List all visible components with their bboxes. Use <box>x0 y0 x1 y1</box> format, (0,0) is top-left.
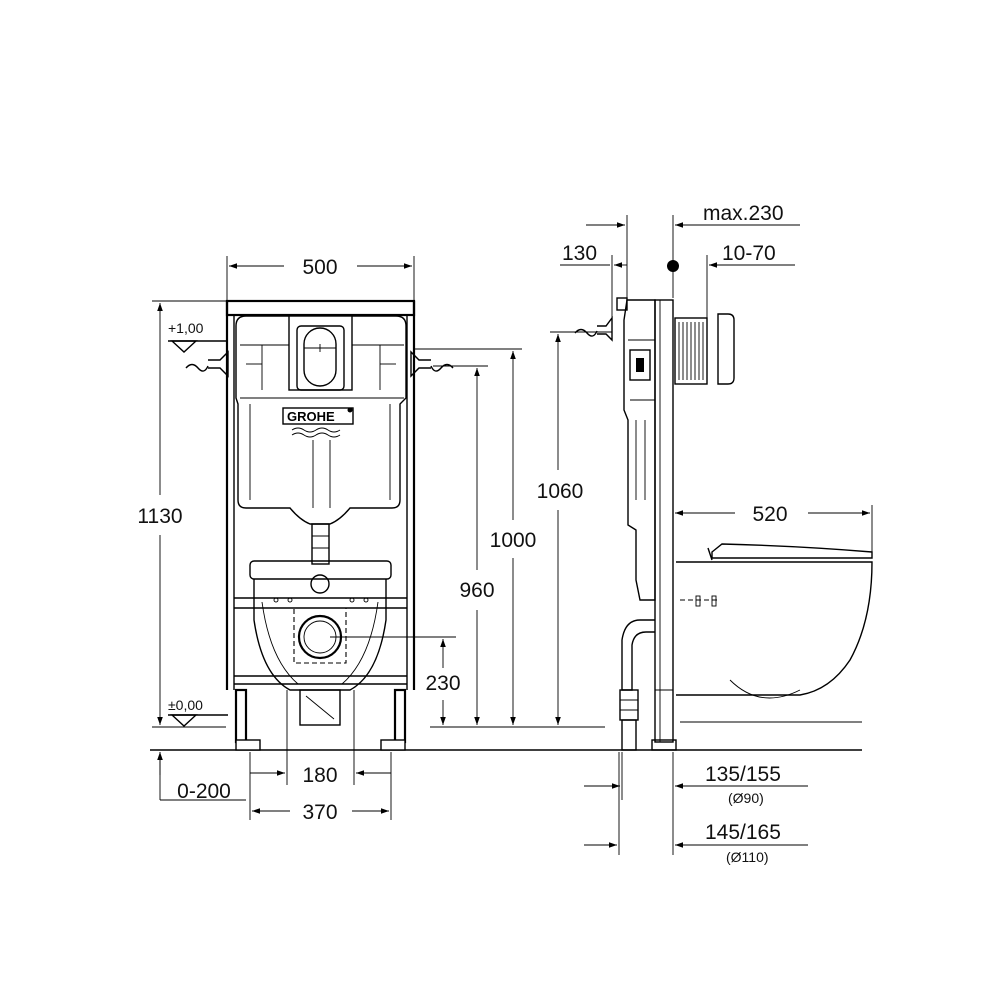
dim-drain-90: 135/155 (Ø90) <box>584 752 808 855</box>
dim-135-155-label: 135/155 <box>705 763 781 786</box>
level-top-label: +1,00 <box>168 320 204 336</box>
dim-diameter-90-label: (Ø90) <box>728 790 764 806</box>
flush-plate-icon <box>288 315 353 391</box>
dim-max-230-label: max.230 <box>703 202 784 225</box>
wc-bowl-front <box>249 560 392 726</box>
level-marker-icon: +1,00 ±0,00 <box>168 320 228 727</box>
water-inlet-side-icon <box>574 315 613 342</box>
dim-height-1000: 1000 <box>414 348 537 725</box>
dim-spacing-370: 370 <box>249 752 392 824</box>
dim-230-label: 230 <box>425 672 460 695</box>
dim-370-label: 370 <box>302 801 337 824</box>
front-view: GROHE <box>137 256 605 824</box>
dim-max-230: max.230 <box>586 202 800 298</box>
drain-pipe <box>619 619 655 751</box>
cistern-side <box>616 297 656 601</box>
dim-width-500: 500 <box>226 256 415 300</box>
dim-10-70-label: 10-70 <box>722 242 776 265</box>
dim-drain-110: 145/165 (Ø110) <box>584 752 808 865</box>
dim-520-label: 520 <box>752 503 787 526</box>
dim-0-200-label: 0-200 <box>177 780 231 803</box>
water-inlet-icon <box>185 350 454 378</box>
cistern <box>235 315 407 565</box>
wc-bowl-side <box>676 543 873 699</box>
dim-offset-0-200: 0-200 <box>157 752 246 803</box>
dim-depth-130: 130 <box>560 242 627 318</box>
dim-spacing-180: 180 <box>250 690 391 787</box>
dim-145-165-label: 145/165 <box>705 821 781 844</box>
dim-height-960: 960 <box>433 365 495 725</box>
dim-960-label: 960 <box>459 579 494 602</box>
dim-length-520: 520 <box>675 503 873 552</box>
dim-height-230: 230 <box>330 636 461 725</box>
flush-plate-side <box>674 313 735 385</box>
dim-1060-label: 1060 <box>537 480 584 503</box>
level-floor-label: ±0,00 <box>168 697 203 713</box>
dim-180-label: 180 <box>302 764 337 787</box>
dim-height-1130: 1130 <box>137 300 226 728</box>
dim-500-label: 500 <box>302 256 337 279</box>
side-view: max.230 130 10-70 1060 520 <box>537 202 873 865</box>
dim-130-label: 130 <box>562 242 597 265</box>
dim-1130-label: 1130 <box>137 505 182 528</box>
brand-logo: GROHE <box>282 407 354 438</box>
dim-diameter-110-label: (Ø110) <box>726 849 769 865</box>
dim-height-1060: 1060 <box>537 331 612 725</box>
brand-logo-text: GROHE <box>287 409 335 424</box>
dim-1000-label: 1000 <box>490 529 537 552</box>
dim-depth-10-70: 10-70 <box>667 242 795 318</box>
